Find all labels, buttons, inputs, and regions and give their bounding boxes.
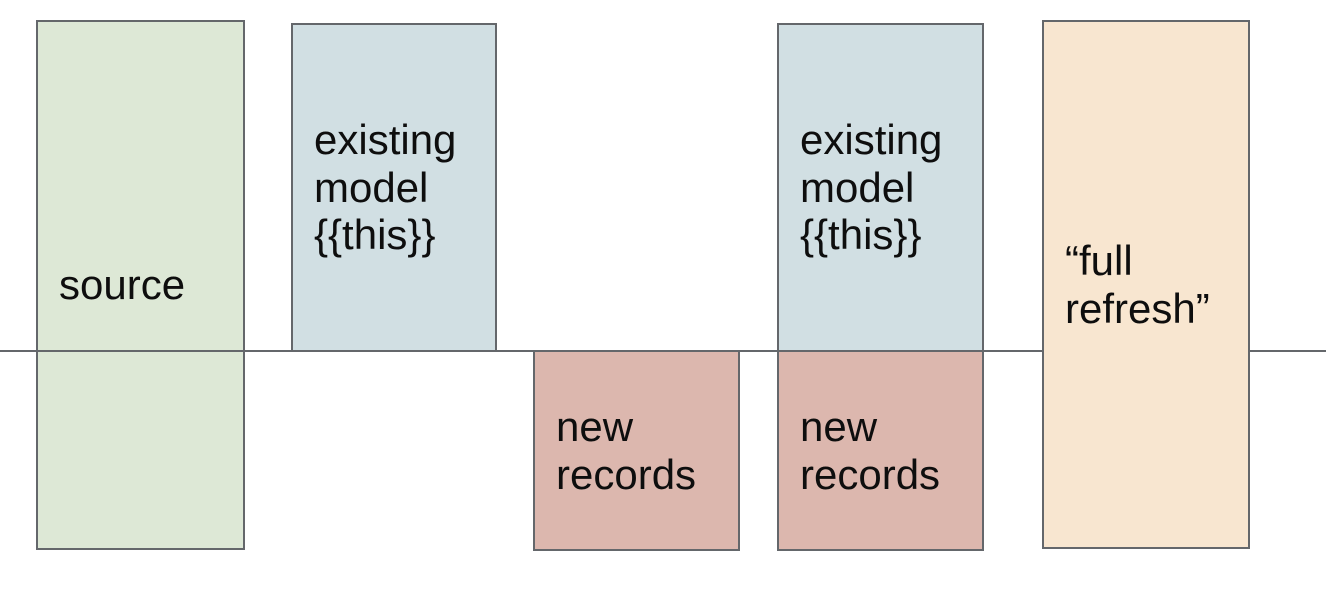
existing-model-box-1: existing model {{this}} bbox=[291, 23, 497, 352]
source-box-label: source bbox=[59, 261, 186, 309]
full-refresh-box: “full refresh” bbox=[1042, 20, 1250, 549]
existing-model-box-1-label: existing model {{this}} bbox=[314, 116, 457, 259]
existing-model-box-2: existing model {{this}} bbox=[777, 23, 984, 352]
source-box: source bbox=[36, 20, 245, 550]
new-records-box-1: new records bbox=[533, 350, 740, 551]
full-refresh-box-label: “full refresh” bbox=[1065, 237, 1210, 332]
new-records-box-1-label: new records bbox=[556, 403, 697, 498]
existing-model-box-2-label: existing model {{this}} bbox=[800, 116, 943, 259]
new-records-box-2: new records bbox=[777, 350, 984, 551]
new-records-box-2-label: new records bbox=[800, 403, 941, 498]
